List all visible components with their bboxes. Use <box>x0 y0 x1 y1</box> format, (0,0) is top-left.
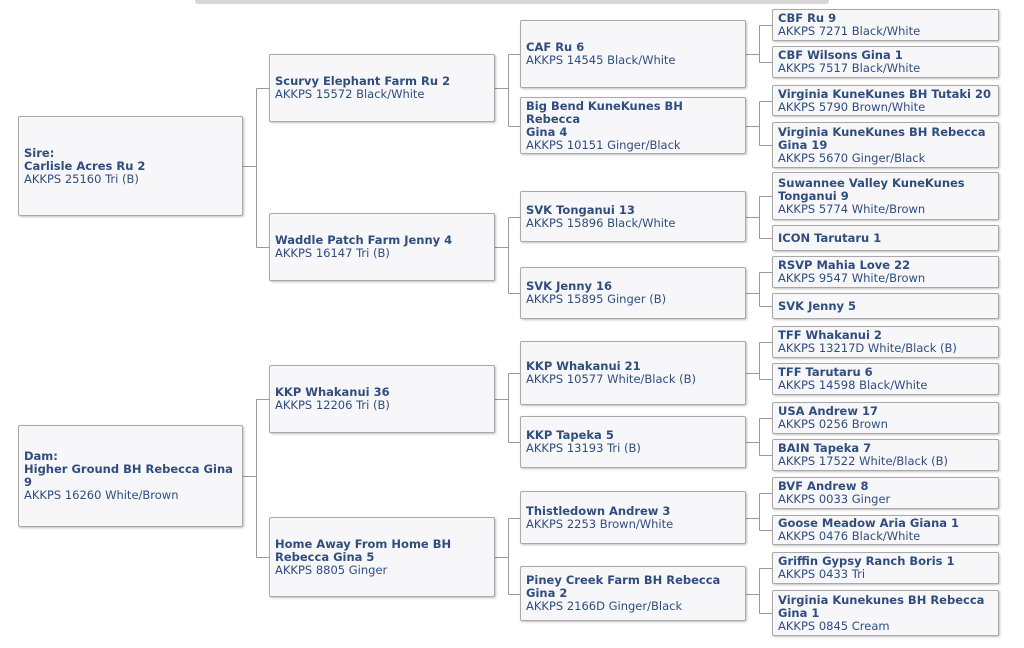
pedigree-card-svk-jenny-5[interactable]: SVK Jenny 5 <box>772 293 999 319</box>
animal-name: Goose Meadow Aria Giana 1 <box>778 516 960 530</box>
registration-info: AKKPS 14598 Black/White <box>778 378 928 392</box>
animal-name: SVK Jenny 16 <box>526 279 613 293</box>
registration-info: AKKPS 16147 Tri (B) <box>275 246 390 260</box>
animal-name: Home Away From Home BH Rebecca Gina 5 <box>275 536 452 564</box>
animal-name: Piney Creek Farm BH Rebecca Gina 2 <box>526 573 721 600</box>
registration-info: AKKPS 7517 Black/White <box>778 61 921 75</box>
top-scroll-bar <box>195 0 829 4</box>
animal-name: Scurvy Elephant Farm Ru 2 <box>275 74 451 88</box>
animal-name: USA Andrew 17 <box>778 404 878 418</box>
animal-name: Big Bend KuneKunes BH Rebecca Gina 4 <box>526 98 683 139</box>
dam-label: Dam: <box>24 449 58 463</box>
registration-info: AKKPS 0476 Black/White <box>778 529 921 543</box>
animal-name: CAF Ru 6 <box>526 40 585 54</box>
animal-name: TFF Tarutaru 6 <box>778 365 873 379</box>
registration-info: AKKPS 0033 Ginger <box>778 492 891 506</box>
registration-info: AKKPS 13217D White/Black (B) <box>778 341 957 355</box>
animal-name: CBF Ru 9 <box>778 11 837 25</box>
animal-name: KKP Tapeka 5 <box>526 428 614 442</box>
registration-info: AKKPS 17522 White/Black (B) <box>778 454 949 468</box>
animal-name: KKP Whakanui 21 <box>526 359 641 373</box>
animal-name: Virginia Kunekunes BH Rebecca Gina 1 <box>778 592 985 620</box>
animal-name: SVK Tonganui 13 <box>526 202 635 217</box>
animal-name: CBF Wilsons Gina 1 <box>778 48 903 62</box>
animal-name: RSVP Mahia Love 22 <box>778 258 911 272</box>
animal-name: SVK Jenny 5 <box>778 298 857 313</box>
sire-label: Sire: <box>24 145 55 160</box>
animal-name: BAIN Tapeka 7 <box>778 441 872 455</box>
pedigree-card-icon-tarutaru-1[interactable]: ICON Tarutaru 1 <box>772 225 999 251</box>
registration-info: AKKPS 0433 Tri <box>778 567 866 581</box>
registration-info: AKKPS 2166D Ginger/Black <box>526 599 683 613</box>
animal-name: BVF Andrew 8 <box>778 479 869 493</box>
registration-info: AKKPS 0256 Brown <box>778 417 888 431</box>
registration-info: AKKPS 15572 Black/White <box>275 87 425 101</box>
animal-name: Thistledown Andrew 3 <box>526 503 671 518</box>
registration-info: AKKPS 10151 Ginger/Black <box>526 137 681 152</box>
animal-name: ICON Tarutaru 1 <box>778 230 882 245</box>
registration-info: AKKPS 9547 White/Brown <box>778 271 926 285</box>
animal-name: Griffin Gypsy Ranch Boris 1 <box>778 554 955 568</box>
registration-info: AKKPS 13193 Tri (B) <box>526 441 641 455</box>
animal-name: Virginia KuneKunes BH Tutaki 20 <box>778 86 992 101</box>
animal-name: Carlisle Acres Ru 2 <box>24 158 146 173</box>
animal-name: Waddle Patch Farm Jenny 4 <box>275 233 453 247</box>
registration-info: AKKPS 8805 Ginger <box>275 562 388 577</box>
animal-name: Suwannee Valley KuneKunes Tonganui 9 <box>778 175 965 203</box>
registration-info: AKKPS 5774 White/Brown <box>778 201 926 216</box>
animal-name: TFF Whakanui 2 <box>778 328 882 342</box>
registration-info: AKKPS 10577 White/Black (B) <box>526 372 697 386</box>
registration-info: AKKPS 0845 Cream <box>778 618 890 633</box>
registration-info: AKKPS 5670 Ginger/Black <box>778 150 926 165</box>
registration-info: AKKPS 2253 Brown/White <box>526 516 674 531</box>
registration-info: AKKPS 15896 Black/White <box>526 215 676 230</box>
registration-info: AKKPS 12206 Tri (B) <box>275 398 390 412</box>
registration-info: AKKPS 5790 Brown/White <box>778 99 926 114</box>
animal-name: KKP Whakanui 36 <box>275 385 390 399</box>
registration-info: AKKPS 16260 White/Brown <box>24 488 179 502</box>
registration-info: AKKPS 15895 Ginger (B) <box>526 292 667 306</box>
registration-info: AKKPS 7271 Black/White <box>778 24 921 38</box>
registration-info: AKKPS 14545 Black/White <box>526 53 676 67</box>
animal-name: Virginia KuneKunes BH Rebecca Gina 19 <box>778 124 986 152</box>
registration-info: AKKPS 25160 Tri (B) <box>24 171 139 186</box>
animal-name: Higher Ground BH Rebecca Gina 9 <box>24 462 233 489</box>
